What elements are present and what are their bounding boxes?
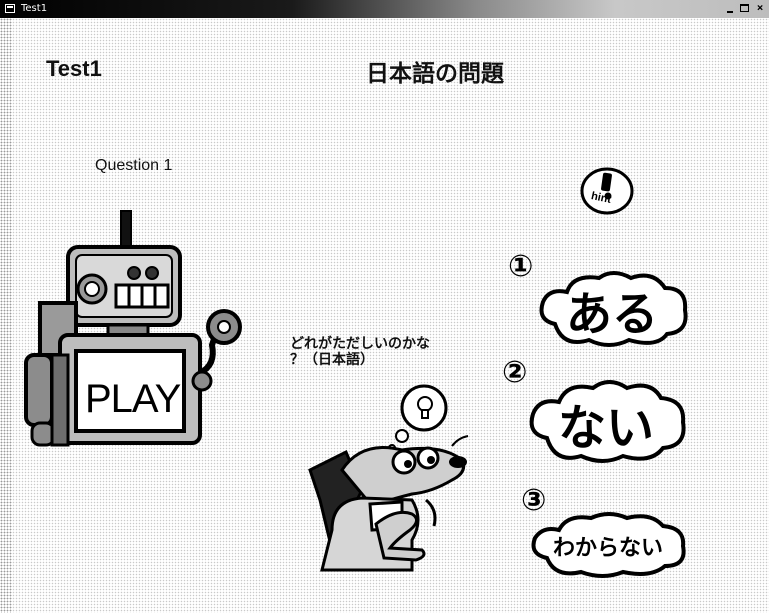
- maximize-icon[interactable]: [738, 2, 752, 15]
- title-bar[interactable]: Test1 ×: [0, 0, 769, 18]
- prompt-line-2: ？（日本語）: [290, 352, 374, 368]
- answer-3-button[interactable]: わからない: [525, 510, 691, 580]
- thinking-dog-illustration: [308, 384, 469, 572]
- app-icon: [5, 4, 15, 13]
- window-controls: ×: [723, 2, 767, 15]
- close-icon[interactable]: ×: [756, 1, 764, 14]
- answer-2-button[interactable]: ない: [523, 376, 689, 466]
- window-left-edge: [0, 18, 12, 613]
- cloud-shape-2: [529, 380, 686, 463]
- answer-1-button[interactable]: ある: [533, 268, 691, 350]
- answer-2-number: ②: [502, 355, 528, 390]
- answer-3-number: ③: [521, 483, 547, 518]
- robot-play-label: PLAY: [85, 377, 181, 421]
- minimize-icon[interactable]: [723, 2, 737, 15]
- answer-1-number: ①: [508, 249, 534, 284]
- answer-2-label: ない: [557, 400, 654, 456]
- cloud-shape-1: [539, 271, 688, 347]
- hint-button[interactable]: [578, 165, 636, 217]
- cloud-shape-3: [531, 512, 686, 578]
- question-label: Question 1: [95, 157, 173, 174]
- quiz-title: 日本語の問題: [366, 61, 504, 87]
- robot-play-button[interactable]: [20, 205, 250, 465]
- app-title: Test1: [46, 56, 102, 81]
- question-prompt: どれがただしいのかな ？（日本語）: [290, 336, 430, 368]
- prompt-line-1: どれがただしいのかな: [290, 336, 430, 352]
- answer-1-label: ある: [566, 287, 658, 341]
- answer-3-label: わからない: [552, 536, 663, 561]
- window-title: Test1: [21, 3, 48, 14]
